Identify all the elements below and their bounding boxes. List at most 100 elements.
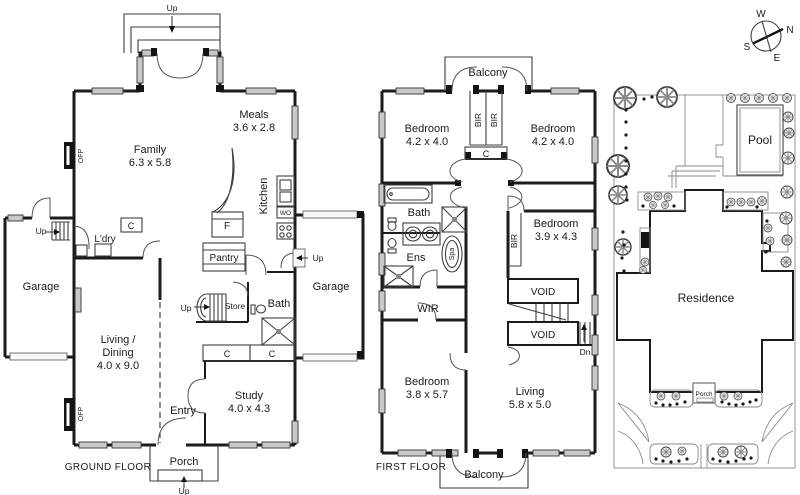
laundry-trough: [75, 244, 88, 257]
shed: [641, 232, 650, 248]
bir-label-1: BIR: [473, 113, 483, 127]
room-label-bedroom2: Bedroom: [531, 123, 576, 135]
residence-label: Residence: [678, 291, 735, 305]
hall-cupboard-2: [249, 344, 296, 362]
garage-door-right-bottom: [302, 353, 358, 362]
compass-rose: W N S E: [744, 9, 794, 64]
balcony-label-bottom: Balcony: [464, 469, 504, 481]
kitchen-fixtures: [202, 147, 295, 272]
room-dims-bedroom1: 4.2 x 4.0: [406, 136, 448, 148]
void-label-2: VOID: [531, 330, 555, 341]
compass-west: W: [756, 9, 766, 20]
first-floor-doors: [417, 66, 528, 478]
room-dims-bedroom4: 3.8 x 5.7: [406, 389, 448, 401]
up-label-entry-stairs: Up: [36, 226, 47, 236]
laundry-cupboard: [120, 217, 143, 233]
compass-south: S: [744, 42, 751, 53]
bir-robes-top: [469, 91, 503, 146]
compass-north: N: [786, 25, 793, 36]
ground-floor-plan: Up Family 6.3 x 5.8 Meals 3.6 x 2.8 Kitc…: [3, 3, 365, 495]
garage-door-right-top: [302, 210, 358, 219]
room-label-bedroom1: Bedroom: [405, 123, 450, 135]
ground-floor-title: GROUND FLOOR: [65, 462, 151, 473]
store-label: Store: [225, 301, 246, 311]
room-dims-bedroom2: 4.2 x 4.0: [532, 136, 574, 148]
fridge-label: F: [224, 221, 230, 232]
washing-machine: [94, 243, 112, 257]
room-label-wir: WIR: [417, 303, 438, 315]
bir-label-3: BIR: [509, 234, 519, 248]
door-jambs: [136, 48, 364, 358]
down-label: Dn: [580, 347, 591, 357]
room-dims-family: 6.3 x 5.8: [129, 157, 171, 169]
pool-inner: [739, 107, 781, 173]
compass-needle: [752, 27, 784, 45]
cupboard-label-hall-1: C: [224, 349, 231, 359]
room-label-family: Family: [134, 144, 167, 156]
room-label-bedroom3: Bedroom: [534, 218, 579, 230]
room-label-living-dining-1: Living /: [101, 334, 137, 346]
pool-outline: [736, 104, 784, 176]
room-label-laundry: L'dry: [94, 234, 115, 245]
room-label-porch: Porch: [170, 456, 199, 468]
stairwell-treads: [508, 303, 569, 321]
site-porch-steps: [696, 397, 714, 403]
balcony-label-top: Balcony: [468, 67, 508, 79]
room-label-pantry: Pantry: [210, 253, 239, 264]
void-label-1: VOID: [531, 287, 555, 298]
balcony-bottom: [439, 453, 529, 489]
room-label-bedroom4: Bedroom: [405, 376, 450, 388]
pool-label: Pool: [748, 133, 772, 147]
room-label-bath-first: Bath: [408, 207, 431, 219]
first-floor-plan: Balcony Bedroom 4.2 x 4.0 Bedroom 4.2 x …: [376, 56, 599, 489]
planting-dots: [620, 95, 769, 464]
site-plan: Residence Pool Porch: [606, 86, 796, 469]
front-porch-steps: [157, 469, 203, 482]
room-label-garage-right: Garage: [313, 281, 350, 293]
room-label-entry: Entry: [170, 405, 196, 417]
bir-robe-bed3: [508, 213, 522, 267]
room-label-living-dining-2: Dining: [102, 347, 133, 359]
residence-outline: [616, 189, 794, 393]
first-floor-title: FIRST FLOOR: [376, 462, 446, 473]
wall-oven-label: WO: [280, 210, 291, 217]
ofp-label-lower: OFP: [78, 406, 85, 421]
up-label-garage: Up: [313, 253, 324, 263]
room-label-ensuite: Ens: [407, 252, 426, 264]
bir-label-2: BIR: [489, 113, 499, 127]
main-stairs: [206, 293, 227, 322]
room-label-meals: Meals: [239, 109, 269, 121]
ofp-label-upper: OFP: [78, 148, 85, 163]
up-label-main-stairs: Up: [181, 303, 192, 313]
room-dims-bedroom3: 3.9 x 4.3: [535, 231, 577, 243]
room-label-study: Study: [235, 390, 264, 402]
first-floor-windows: [378, 87, 599, 457]
room-dims-study: 4.0 x 4.3: [228, 403, 270, 415]
room-label-garage-left: Garage: [23, 281, 60, 293]
room-label-kitchen: Kitchen: [258, 178, 270, 215]
room-label-living: Living: [516, 386, 545, 398]
garden-paths: [668, 95, 723, 188]
up-label-top-porch: Up: [167, 3, 178, 13]
first-floor-jambs: [446, 85, 531, 458]
spa-label: Spa: [449, 248, 456, 261]
up-label-porch: Up: [179, 486, 190, 495]
room-label-bath-ground: Bath: [268, 298, 291, 310]
room-dims-living-dining: 4.0 x 9.0: [97, 360, 139, 372]
garden-beds: [617, 191, 794, 468]
ground-floor-windows: [7, 49, 299, 449]
compass-circle: [750, 20, 782, 52]
room-dims-meals: 3.6 x 2.8: [233, 122, 275, 134]
cupboard-label-hall-2: C: [269, 349, 276, 359]
top-porch-steps: [123, 13, 221, 53]
down-stairs-treads: [579, 322, 591, 344]
pool-fence: [715, 95, 783, 177]
up-arrow-head: [169, 26, 175, 33]
first-bath-fixtures: [383, 184, 468, 288]
void-2-box: [507, 321, 579, 346]
cupboard-label-laundry: C: [128, 221, 135, 231]
site-porch-label: Porch: [696, 391, 713, 398]
